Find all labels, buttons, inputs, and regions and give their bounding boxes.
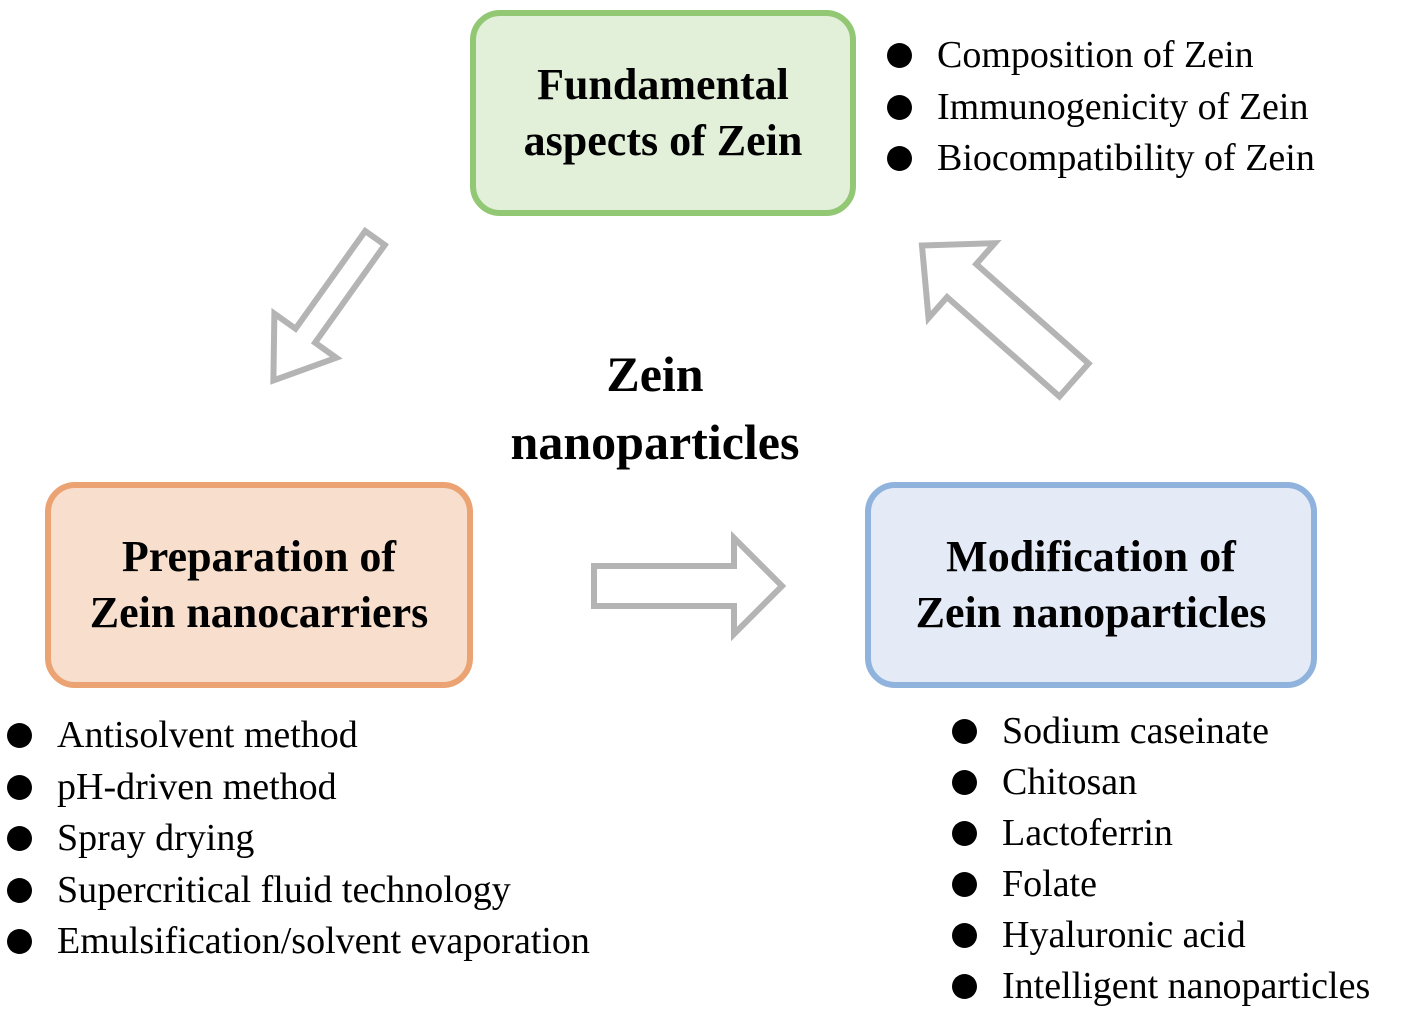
list-item-label: Spray drying	[57, 817, 255, 859]
list-item-label: Folate	[1002, 863, 1097, 905]
modification-agents-list: Sodium caseinate Chitosan Lactoferrin Fo…	[952, 706, 1370, 1012]
arrow-left-to-right-icon	[591, 530, 787, 642]
bullet-icon	[7, 929, 32, 954]
list-item: Folate	[952, 859, 1370, 910]
list-item: pH-driven method	[7, 762, 590, 814]
bullet-icon	[952, 770, 977, 795]
list-item: Immunogenicity of Zein	[887, 82, 1315, 134]
list-item: Intelligent nanoparticles	[952, 961, 1370, 1012]
bullet-icon	[952, 974, 977, 999]
box-right-line2: Zein nanoparticles	[915, 588, 1267, 637]
center-title-line1: Zein	[606, 346, 704, 402]
fundamental-aspects-box: Fundamental aspects of Zein	[470, 10, 856, 216]
list-item: Lactoferrin	[952, 808, 1370, 859]
list-item-label: Biocompatibility of Zein	[937, 137, 1315, 179]
list-item: Antisolvent method	[7, 710, 590, 762]
list-item-label: pH-driven method	[57, 765, 337, 808]
bullet-icon	[887, 43, 912, 68]
box-right-line1: Modification of	[946, 532, 1236, 581]
fundamental-aspects-list: Composition of Zein Immunogenicity of Ze…	[887, 30, 1315, 185]
box-top-line1: Fundamental	[537, 60, 789, 109]
bullet-icon	[952, 872, 977, 897]
list-item: Sodium caseinate	[952, 706, 1370, 757]
bullet-icon	[887, 146, 912, 171]
list-item-label: Composition of Zein	[937, 34, 1254, 76]
box-left-line1: Preparation of	[121, 532, 397, 581]
list-item-label: Emulsification/solvent evaporation	[57, 920, 590, 962]
list-item: Supercritical fluid technology	[7, 865, 590, 917]
preparation-methods-list: Antisolvent method pH-driven method Spra…	[7, 710, 590, 968]
bullet-icon	[7, 723, 32, 748]
list-item-label: Lactoferrin	[1002, 812, 1173, 854]
list-item-label: Immunogenicity of Zein	[937, 85, 1309, 128]
list-item-label: Chitosan	[1002, 761, 1138, 803]
bullet-icon	[952, 821, 977, 846]
modification-box: Modification of Zein nanoparticles	[865, 482, 1317, 688]
list-item: Spray drying	[7, 813, 590, 865]
list-item-label: Sodium caseinate	[1002, 710, 1269, 752]
center-title-line2: nanoparticles	[510, 414, 800, 470]
list-item-label: Antisolvent method	[57, 714, 358, 756]
bullet-icon	[7, 774, 32, 800]
bullet-icon	[952, 719, 977, 744]
box-top-line2: aspects of Zein	[523, 116, 803, 165]
bullet-icon	[7, 877, 32, 903]
bullet-icon	[887, 94, 912, 120]
arrow-right-to-top-icon	[918, 239, 1093, 401]
bullet-icon	[952, 923, 977, 948]
box-left-line2: Zein nanocarriers	[89, 588, 429, 637]
arrow-top-to-left-icon	[270, 226, 389, 385]
list-item: Composition of Zein	[887, 30, 1315, 82]
preparation-box: Preparation of Zein nanocarriers	[45, 482, 473, 688]
list-item-label: Hyaluronic acid	[1002, 914, 1246, 956]
list-item-label: Supercritical fluid technology	[57, 868, 511, 911]
list-item: Emulsification/solvent evaporation	[7, 916, 590, 968]
bullet-icon	[7, 826, 32, 851]
center-title: Zein nanoparticles	[455, 340, 855, 476]
list-item: Biocompatibility of Zein	[887, 133, 1315, 185]
list-item: Hyaluronic acid	[952, 910, 1370, 961]
list-item: Chitosan	[952, 757, 1370, 808]
list-item-label: Intelligent nanoparticles	[1002, 965, 1371, 1007]
